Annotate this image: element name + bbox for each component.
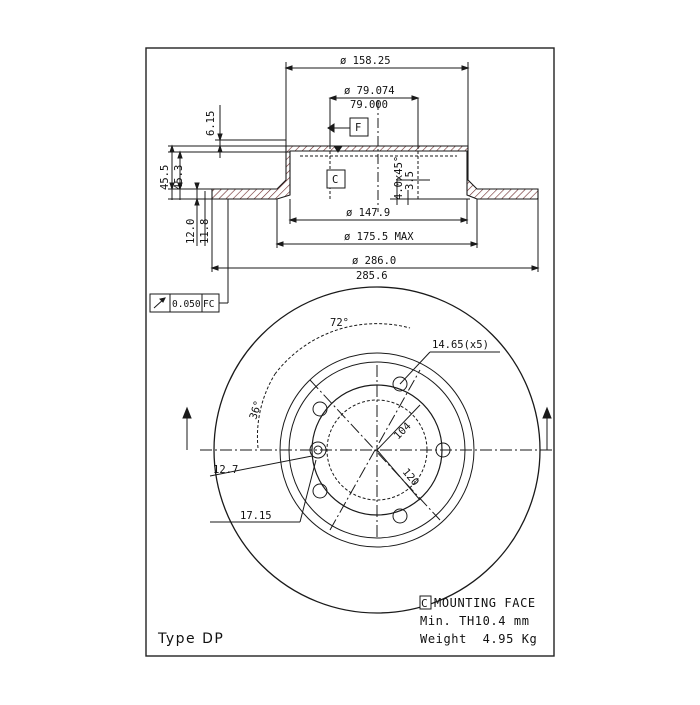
mounting-face-box (419, 595, 432, 610)
section-view (168, 62, 540, 304)
disc-section-hatch (211, 145, 539, 200)
dim-45-5: 45.5 (159, 165, 171, 190)
mounting-face-text: MOUNTING FACE (434, 596, 536, 610)
dim-45-3: 45.3 (173, 165, 185, 190)
mounting-face-box-label: C (421, 597, 428, 610)
dim-11-8: 11.8 (199, 219, 211, 244)
runout-tolerance-frame (149, 293, 220, 313)
dim-12-7: 12.7 (213, 464, 238, 476)
holes-label: 14.65(x5) (432, 339, 489, 351)
plan-view (182, 286, 555, 614)
datum-f-box (349, 117, 369, 137)
drawing-frame (145, 47, 555, 657)
section-dimensions: ø 158.25 ø 79.074 79.000 F C 6.15 45.5 4… (159, 55, 416, 282)
dim-158: ø 158.25 (340, 55, 391, 67)
dim-147-9: ø 147.9 (346, 207, 390, 219)
datum-f-label: F (355, 122, 361, 134)
dim-79-upper: ø 79.074 (344, 85, 395, 97)
datum-c-box (326, 169, 346, 189)
tolerance-text: 0.050 FC (172, 299, 214, 310)
dim-6-15: 6.15 (205, 111, 217, 136)
type-label: Type DP (157, 631, 224, 647)
datum-c-label: C (332, 174, 338, 186)
weight-text: Weight 4.95 Kg (420, 632, 537, 646)
tolerance-value: 0.050 (172, 299, 201, 310)
angle-72: 72° (330, 317, 349, 329)
dim-120: 120 (400, 466, 421, 488)
dim-286-0: ø 286.0 (352, 255, 396, 267)
tolerance-ref: FC (203, 299, 214, 310)
angle-36: 36° (247, 399, 264, 421)
dim-285-6: 285.6 (356, 270, 388, 282)
dim-17-15: 17.15 (240, 510, 272, 522)
dim-chamfer: 4.0x45° (393, 156, 405, 200)
dim-175-5: ø 175.5 MAX (344, 231, 414, 243)
dim-3-5: 3.5 (404, 171, 416, 190)
notes-block: C MOUNTING FACE Min. TH10.4 mm Weight 4.… (419, 595, 537, 646)
plan-dimensions: 72° 36° 14.65(x5) 104 120 12.7 17.15 (213, 317, 489, 522)
dim-12-0: 12.0 (185, 219, 197, 244)
dim-104: 104 (392, 420, 414, 442)
min-thickness-text: Min. TH10.4 mm (420, 614, 530, 628)
dim-79-lower: 79.000 (350, 99, 388, 111)
